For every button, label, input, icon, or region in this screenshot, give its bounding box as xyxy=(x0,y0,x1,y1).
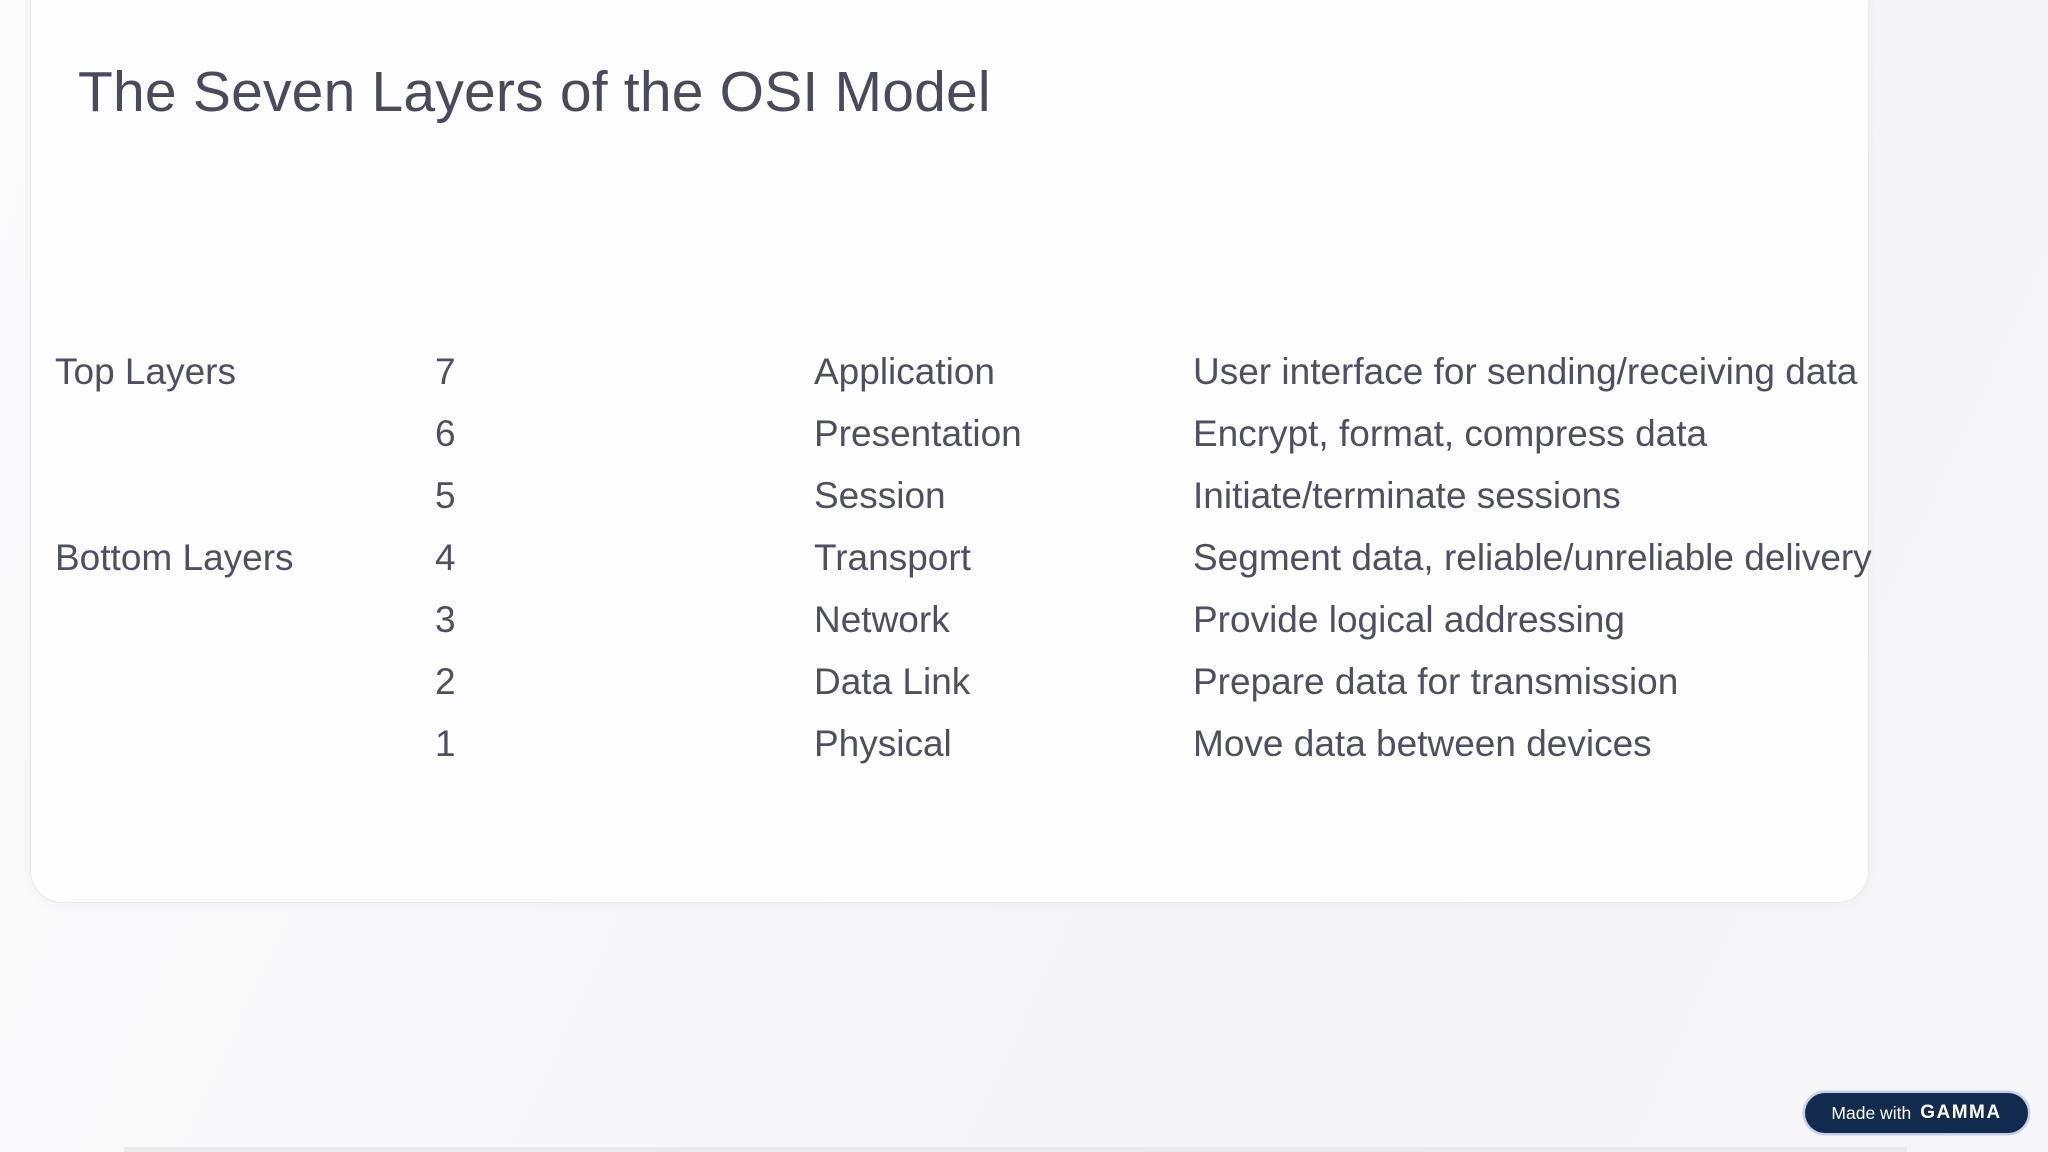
badge-prefix-label: Made with xyxy=(1831,1102,1912,1123)
slide-title: The Seven Layers of the OSI Model xyxy=(78,60,991,124)
table-row: 1 Physical Move data between devices xyxy=(55,713,2048,775)
table-row: 5 Session Initiate/terminate sessions xyxy=(55,465,2048,527)
row-layer-number: 1 xyxy=(435,723,456,764)
table-row: 3 Network Provide logical addressing xyxy=(55,589,2048,651)
row-layer-number: 5 xyxy=(435,475,456,516)
row-layer-description: Encrypt, format, compress data xyxy=(1193,413,1708,454)
row-layer-name: Session xyxy=(814,475,946,516)
made-with-gamma-badge[interactable]: Made with GAMMA xyxy=(1805,1093,2028,1133)
row-layer-number: 7 xyxy=(435,351,456,392)
row-layer-number: 2 xyxy=(435,661,456,702)
row-layer-description: Initiate/terminate sessions xyxy=(1193,475,1621,516)
row-layer-description: Provide logical addressing xyxy=(1193,599,1625,640)
row-group-label: Bottom Layers xyxy=(55,537,294,578)
row-layer-name: Transport xyxy=(814,537,971,578)
row-layer-number: 3 xyxy=(435,599,456,640)
table-row: Top Layers 7 Application User interface … xyxy=(55,341,2048,403)
row-layer-description: Move data between devices xyxy=(1193,723,1652,764)
row-group-label: Top Layers xyxy=(55,351,236,392)
osi-layers-table: Top Layers 7 Application User interface … xyxy=(55,341,2048,775)
bottom-edge-strip xyxy=(124,1147,1907,1152)
table-row: 6 Presentation Encrypt, format, compress… xyxy=(55,403,2048,465)
row-layer-name: Presentation xyxy=(814,413,1022,454)
row-layer-name: Network xyxy=(814,599,950,640)
row-layer-name: Physical xyxy=(814,723,952,764)
slide-card xyxy=(30,0,1869,903)
table-row: Bottom Layers 4 Transport Segment data, … xyxy=(55,527,2048,589)
gamma-logo-wordmark: GAMMA xyxy=(1920,1102,2002,1123)
table-row: 2 Data Link Prepare data for transmissio… xyxy=(55,651,2048,713)
row-layer-number: 6 xyxy=(435,413,456,454)
row-layer-description: User interface for sending/receiving dat… xyxy=(1193,351,1858,392)
row-layer-number: 4 xyxy=(435,537,456,578)
row-layer-name: Data Link xyxy=(814,661,971,702)
row-layer-description: Prepare data for transmission xyxy=(1193,661,1679,702)
row-layer-name: Application xyxy=(814,351,996,392)
row-layer-description: Segment data, reliable/unreliable delive… xyxy=(1193,537,1872,578)
